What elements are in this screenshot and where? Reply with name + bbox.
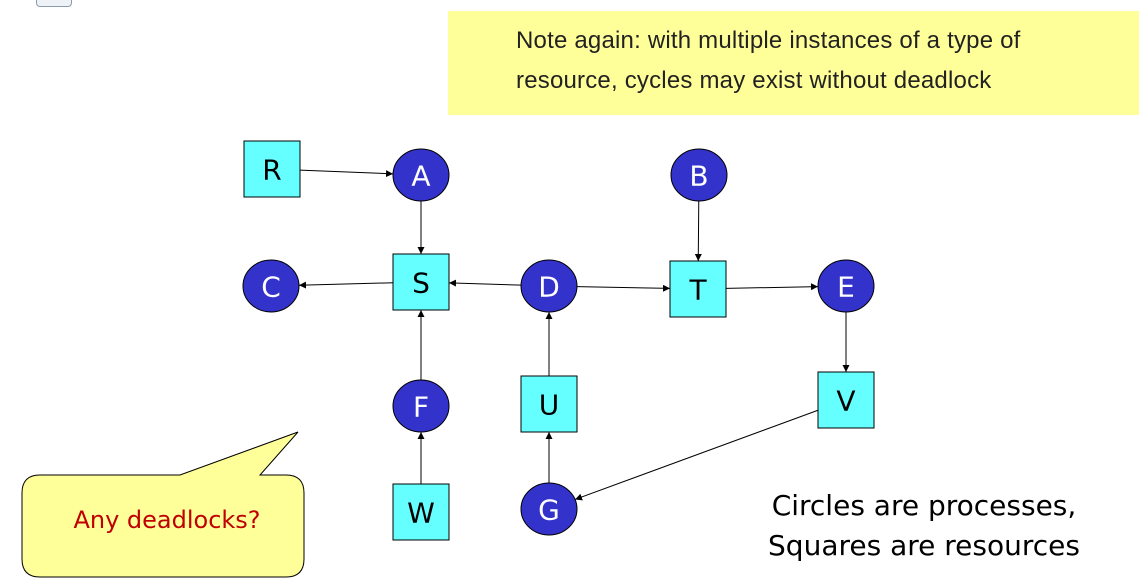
legend-line-1: Circles are processes, bbox=[771, 489, 1077, 522]
process-node-d bbox=[520, 259, 578, 313]
edge-d-to-t bbox=[576, 284, 671, 292]
edge-v-to-g bbox=[574, 409, 819, 501]
edge-s-to-c bbox=[298, 281, 394, 289]
process-node-a bbox=[392, 148, 450, 202]
process-node-e bbox=[817, 259, 875, 313]
nodes-layer: R S T U V W A B C D E F G bbox=[242, 140, 875, 541]
resource-node-s bbox=[392, 253, 450, 311]
node-label-d: D bbox=[538, 271, 560, 304]
node-label-u: U bbox=[539, 389, 560, 422]
edge-t-to-e bbox=[725, 283, 819, 291]
node-label-s: S bbox=[412, 267, 430, 300]
logo bbox=[36, 0, 72, 7]
callout-bubble bbox=[21, 431, 305, 578]
resource-node-t bbox=[669, 260, 727, 318]
callout-text: Any deadlocks? bbox=[73, 506, 261, 534]
edges-layer bbox=[298, 169, 850, 501]
edge-b-to-t bbox=[694, 200, 702, 262]
resource-node-w bbox=[392, 483, 450, 541]
process-node-b bbox=[670, 148, 728, 202]
process-node-f bbox=[392, 379, 450, 433]
note-line-1: Note again: with multiple instances of a… bbox=[516, 27, 1021, 54]
note-line-2: resource, cycles may exist without deadl… bbox=[516, 67, 992, 94]
node-label-v: V bbox=[836, 385, 855, 418]
legend-line-2: Squares are resources bbox=[768, 529, 1080, 562]
node-label-w: W bbox=[407, 497, 435, 530]
resource-node-v bbox=[817, 371, 875, 429]
node-label-b: B bbox=[689, 160, 708, 193]
process-node-g bbox=[520, 482, 578, 536]
node-label-c: C bbox=[261, 271, 281, 304]
node-label-a: A bbox=[411, 160, 430, 193]
note-box: Note again: with multiple instances of a… bbox=[448, 11, 1139, 115]
edge-r-to-a bbox=[299, 169, 394, 178]
resource-node-u bbox=[520, 375, 578, 433]
node-label-g: G bbox=[538, 494, 560, 527]
node-label-e: E bbox=[837, 271, 855, 304]
node-label-t: T bbox=[688, 274, 707, 307]
process-node-c bbox=[242, 259, 300, 313]
legend: Circles are processes, Squares are resou… bbox=[744, 486, 1104, 566]
resource-node-r bbox=[243, 140, 301, 198]
edge-d-to-s bbox=[448, 279, 522, 287]
node-label-r: R bbox=[262, 154, 281, 187]
node-label-f: F bbox=[413, 391, 429, 424]
